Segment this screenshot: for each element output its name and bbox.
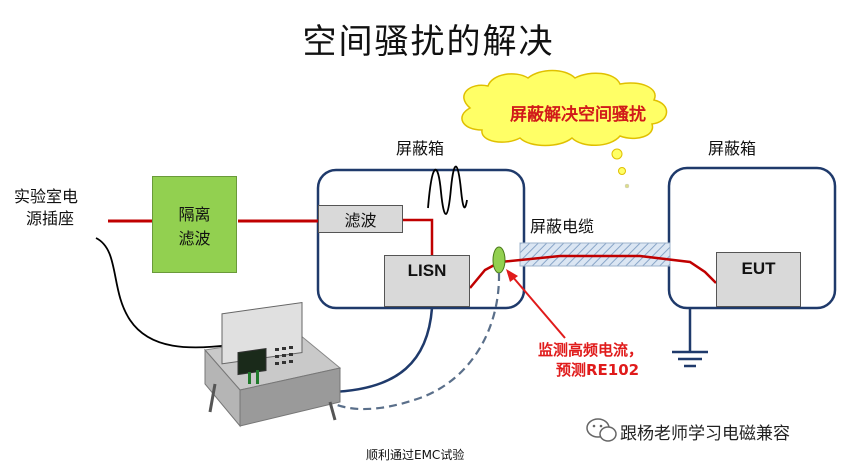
left-shield-box [316, 168, 526, 310]
outlet-label-line1: 实验室电 [14, 187, 79, 206]
isolation-filter-box: 隔离 滤波 [152, 176, 237, 273]
filter-label: 滤波 [344, 211, 377, 230]
cloud-text: 屏蔽解决空间骚扰 [510, 105, 646, 125]
right-shield-box [667, 166, 837, 310]
outlet-label: 实验室电 源插座 [14, 186, 78, 230]
caption: 顺利通过EMC试验 [366, 448, 465, 462]
spectrum-analyzer [204, 301, 342, 428]
isolation-filter-line1: 隔离 [178, 204, 211, 224]
shield-box-right-label: 屏蔽箱 [708, 139, 757, 158]
note-line1: 监测高频电流， [538, 341, 644, 359]
eut-box: EUT [716, 252, 801, 307]
monitoring-note: 监测高频电流， 预测RE102 [538, 340, 643, 380]
wechat-icon [586, 418, 617, 442]
shielded-cable [519, 242, 671, 267]
isolation-filter-line2: 滤波 [178, 228, 211, 248]
outlet-label-line2: 源插座 [26, 209, 75, 228]
thought-cloud [461, 69, 668, 189]
watermark-text: 跟杨老师学习电磁兼容 [620, 424, 790, 444]
ground-symbol [672, 308, 708, 368]
eut-label: EUT [741, 259, 776, 278]
shield-box-left-label: 屏蔽箱 [396, 139, 445, 158]
lisn-box: LISN [384, 255, 470, 307]
lisn-label: LISN [407, 261, 447, 280]
current-probe [492, 246, 506, 274]
shielded-cable-label: 屏蔽电缆 [530, 217, 595, 236]
page-title: 空间骚扰的解决 [302, 22, 555, 62]
note-line2: 预测RE102 [556, 361, 640, 379]
filter-box: 滤波 [318, 205, 403, 233]
